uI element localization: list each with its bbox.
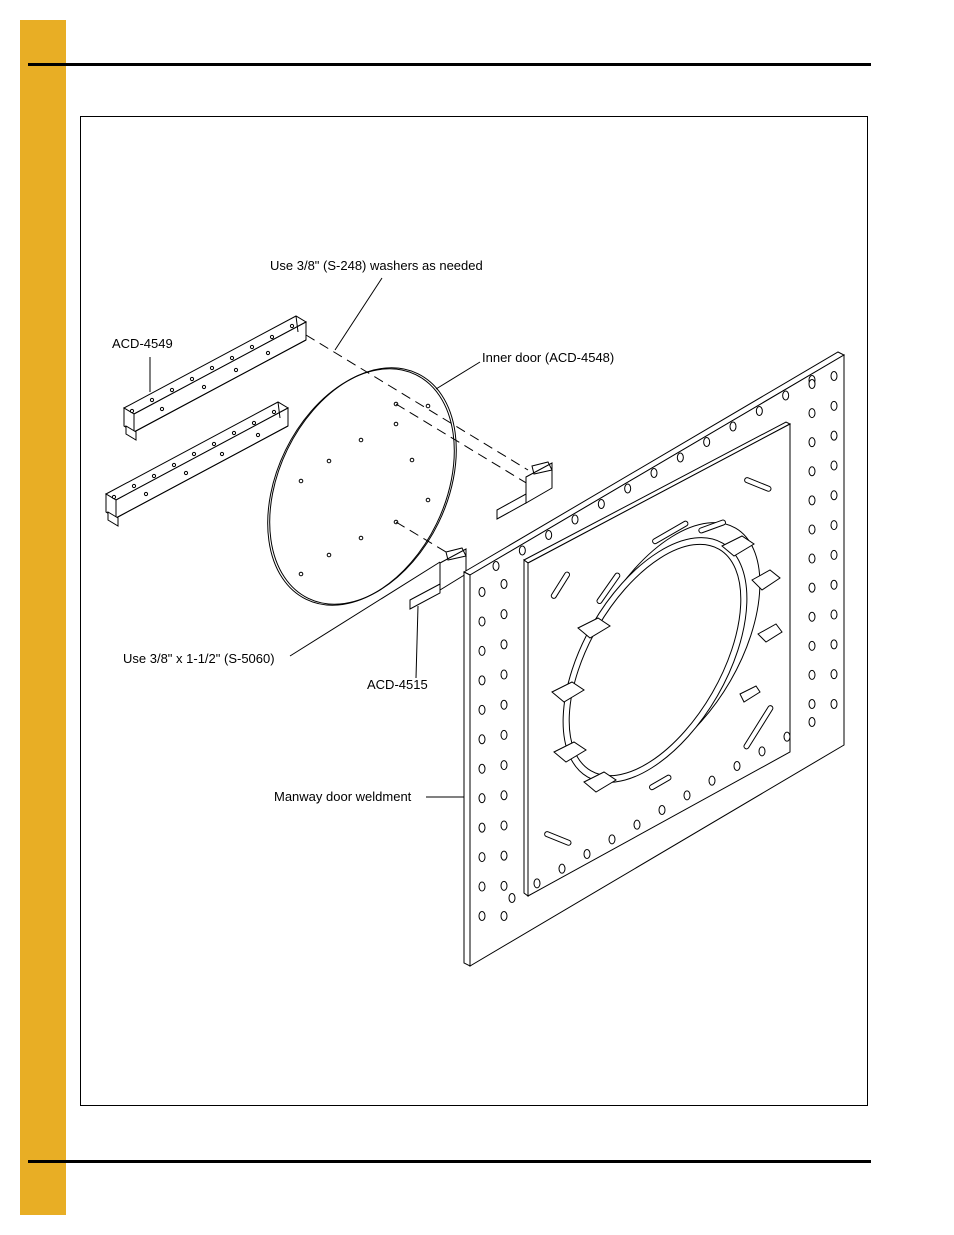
bolt-hole [500,579,508,589]
footer-rule [28,1160,871,1163]
bolt-hole [545,530,553,540]
bolt-hole [782,390,790,401]
bolt-hole [500,820,508,831]
inner-door-holes [298,401,431,577]
bolt-hole [830,430,838,441]
bolt-hole [783,731,791,742]
bolt-hole [830,669,838,680]
header-rule [28,63,871,66]
bolts-callout: Use 3/8" x 1-1/2" (S-5060) [123,651,275,666]
bolt-hole [830,490,838,501]
bolt-hole [830,639,838,650]
upper-channel [122,315,308,441]
bolt-hole [478,763,486,774]
bolt-hole [808,437,816,448]
callout-leaders [149,277,481,798]
bolt-hole [492,561,500,571]
bolt-hole [478,822,486,833]
bolt-hole [729,421,737,432]
bolt-hole [583,849,591,859]
bolt-hole [683,790,691,801]
bolt-hole [808,669,816,680]
ring-tabs [551,535,783,793]
bolt-hole [500,911,508,921]
bolt-hole [478,675,486,686]
bracket-part-label: ACD-4515 [367,677,428,692]
weldment-slots [544,477,774,846]
weldment-callout: Manway door weldment [274,789,412,804]
bolt-hole [500,609,508,620]
bolt-hole [478,734,486,745]
bolt-hole [500,699,508,710]
bolt-hole [808,717,816,727]
bolt-hole [758,746,766,757]
upper-channel-holes [129,323,295,414]
bolt-hole [830,460,838,471]
bolt-hole [508,893,516,903]
assembly-alignment-lines [305,334,529,553]
inner-door-callout: Inner door (ACD-4548) [482,350,615,365]
bolt-hole [478,616,486,627]
channel-part-label: ACD-4549 [112,336,173,351]
figure-frame [80,116,868,1106]
bolt-hole [500,850,508,861]
bolt-hole [533,878,541,889]
bolt-hole [478,852,486,863]
bolt-hole [830,579,838,590]
weldment-perimeter-holes [478,371,838,921]
bolt-hole [478,881,486,892]
lower-bracket [409,547,467,610]
bolt-hole [708,775,716,786]
bolt-hole [733,761,741,771]
bolt-hole [808,582,816,593]
bolt-hole [808,466,816,477]
bolt-hole [808,495,816,506]
bolt-hole [518,545,526,556]
bolt-hole [808,640,816,651]
bolt-hole [500,669,508,680]
bolt-hole [658,805,666,815]
bolt-hole [478,645,486,656]
bolt-hole [650,468,658,478]
bolt-hole [830,699,838,709]
bolt-hole [500,729,508,740]
bolt-hole [500,639,508,650]
inner-door-plate [267,367,457,606]
bolt-hole [500,790,508,801]
bolt-hole [478,587,486,597]
bolt-hole [633,819,641,830]
side-accent-bar [20,20,66,1215]
bolt-hole [608,834,616,845]
upper-bracket [496,461,553,520]
bolt-hole [478,704,486,715]
bolt-hole [478,793,486,804]
bolt-hole [808,611,816,622]
bolt-hole [808,553,816,564]
bolt-hole [571,514,579,525]
bolt-hole [597,499,605,509]
bolt-hole [624,483,632,494]
bolt-hole [500,880,508,891]
bolt-hole [808,699,816,709]
bolt-hole [830,400,838,411]
bolt-hole [830,371,838,381]
bolt-hole [808,379,816,389]
washers-callout: Use 3/8" (S-248) washers as needed [270,258,483,273]
bolt-hole [676,452,684,463]
bolt-hole [478,911,486,921]
bolt-hole [830,609,838,620]
bolt-hole [558,863,566,874]
bolt-hole [830,549,838,560]
bolt-hole [500,760,508,771]
bolt-hole [755,406,763,416]
bolt-hole [703,437,711,447]
bolt-hole [830,520,838,531]
bolt-hole [808,408,816,419]
lower-channel [104,401,290,527]
bolt-hole [808,524,816,535]
lower-channel-holes [111,409,277,500]
